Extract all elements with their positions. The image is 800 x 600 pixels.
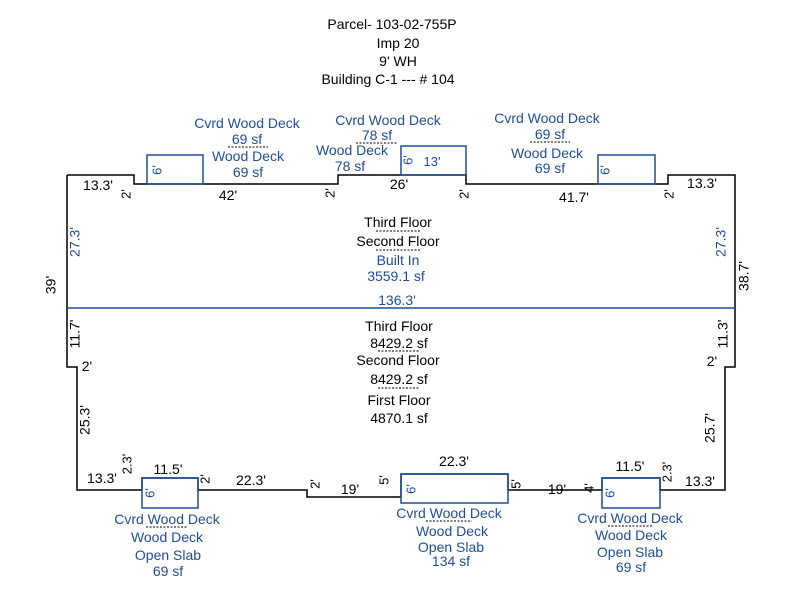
- dim-bottom-center-step-left: 2': [307, 479, 322, 489]
- dim-bottom-center-run-left: 19': [341, 481, 359, 497]
- upper-built-in: Built In: [377, 252, 420, 268]
- dim-top-left-run: 42': [219, 187, 237, 203]
- top-center-deck-width: 13': [424, 154, 441, 169]
- dim-bottom-left-run-step: 2': [197, 474, 212, 484]
- dim-top-center-run: 26': [390, 176, 408, 192]
- dim-bottom-left-step: 2.3': [119, 454, 134, 475]
- top-right-deck-area1: 69 sf: [535, 126, 565, 142]
- wall-height-label: 9' WH: [379, 53, 417, 69]
- dim-bottom-right-end: 13.3': [685, 473, 715, 489]
- lower-second-area: 8429.2 sf: [370, 371, 428, 387]
- dim-top-right-step: 2': [661, 189, 676, 199]
- top-right-deck-area2: 69 sf: [535, 160, 565, 176]
- top-right-deck-label1: Cvrd Wood Deck: [494, 110, 601, 126]
- top-left-deck-side: 6': [149, 165, 164, 175]
- top-center-deck-area2: 78 sf: [335, 158, 365, 174]
- dim-left-upper: 27.3': [67, 227, 83, 257]
- bottom-left-deck-label2: Wood Deck: [131, 529, 204, 545]
- dim-top-right-run: 41.7': [559, 189, 589, 205]
- bottom-left-deck-label3: Open Slab: [135, 547, 201, 563]
- dim-bottom-center-width: 22.3': [439, 453, 469, 469]
- dim-bottom-left-end: 13.3': [87, 470, 117, 486]
- bottom-right-deck-side: 6': [602, 488, 617, 498]
- bottom-right-deck-label3: Open Slab: [597, 544, 663, 560]
- building-label: Building C-1 --- # 104: [321, 71, 454, 87]
- top-right-deck-label2: Wood Deck: [511, 145, 584, 161]
- top-right-deck-box: [597, 154, 656, 185]
- dim-top-left-step: 2': [118, 189, 133, 199]
- upper-third-floor: Third Floor: [364, 214, 432, 230]
- dim-bottom-left-run: 22.3': [236, 472, 266, 488]
- bottom-right-deck-area: 69 sf: [616, 559, 646, 575]
- top-left-deck-area1: 69 sf: [232, 131, 262, 147]
- bottom-left-deck-box: [141, 477, 199, 509]
- dim-left-bottom: 25.3': [77, 405, 93, 435]
- dim-right-bottom: 25.7': [702, 413, 718, 443]
- dim-bottom-center-step-left2: 5': [376, 475, 391, 485]
- bottom-right-deck-label1: Cvrd Wood Deck: [577, 510, 684, 526]
- top-center-deck-side: 6': [400, 155, 415, 165]
- dim-bottom-right-width: 11.5': [616, 458, 645, 474]
- divider-length: 136.3': [378, 292, 416, 308]
- dim-bottom-right-step: 4': [581, 483, 596, 493]
- top-left-deck-label2: Wood Deck: [212, 148, 285, 164]
- bottom-center-deck-label1: Cvrd Wood Deck: [396, 505, 503, 521]
- bottom-center-deck-label3: Open Slab: [418, 539, 484, 555]
- dim-bottom-center-step-right: 5': [508, 479, 523, 489]
- dim-top-center-step-right: 2': [456, 189, 471, 199]
- dim-right-lower: 11.3': [715, 320, 731, 349]
- upper-second-floor: Second Floor: [356, 233, 440, 249]
- upper-area: 3559.1 sf: [367, 268, 425, 284]
- lower-first-area: 4870.1 sf: [370, 410, 428, 426]
- bottom-left-deck-area: 69 sf: [153, 563, 183, 579]
- bottom-center-deck-side: 6': [403, 484, 418, 494]
- dim-bottom-left-width: 11.5': [154, 461, 183, 477]
- top-left-deck-box: [146, 154, 204, 185]
- dim-top-right-end: 13.3': [687, 175, 717, 191]
- top-left-deck-area2: 69 sf: [233, 164, 263, 180]
- bottom-center-deck-area: 134 sf: [432, 553, 470, 569]
- lower-third-area: 8429.2 sf: [370, 335, 428, 351]
- top-right-deck-side: 6': [597, 165, 612, 175]
- bottom-right-deck-box: [601, 477, 661, 509]
- top-center-deck-area1: 78 sf: [362, 127, 392, 143]
- dim-left-lower: 11.7': [67, 320, 83, 349]
- top-center-deck-label2: Wood Deck: [316, 142, 389, 158]
- bottom-right-deck-label2: Wood Deck: [595, 527, 668, 543]
- dim-bottom-center-run-right: 19': [548, 481, 566, 497]
- bottom-center-deck-box: [400, 473, 509, 504]
- bottom-left-deck-label1: Cvrd Wood Deck: [114, 511, 221, 527]
- dim-right-total: 38.7': [736, 261, 752, 291]
- dim-bottom-right-step2: 2.3': [659, 462, 674, 483]
- top-center-deck-label1: Cvrd Wood Deck: [335, 112, 442, 128]
- dim-top-center-step-left: 2': [322, 188, 337, 198]
- dim-right-jog: 2': [707, 353, 717, 369]
- top-left-deck-label1: Cvrd Wood Deck: [194, 115, 301, 131]
- bottom-left-deck-side: 6': [142, 488, 157, 498]
- parcel-label: Parcel- 103-02-755P: [327, 16, 456, 32]
- lower-third-floor: Third Floor: [365, 318, 433, 334]
- imp-label: Imp 20: [377, 35, 420, 51]
- lower-first-floor: First Floor: [368, 392, 431, 408]
- dim-left-jog: 2': [82, 358, 92, 374]
- dim-top-left-end: 13.3': [83, 177, 113, 193]
- top-center-deck-box: [400, 145, 467, 176]
- dim-left-total: 39': [43, 276, 59, 294]
- bottom-center-deck-label2: Wood Deck: [416, 523, 489, 539]
- dim-right-upper: 27.3': [713, 227, 729, 257]
- lower-second-floor: Second Floor: [356, 352, 440, 368]
